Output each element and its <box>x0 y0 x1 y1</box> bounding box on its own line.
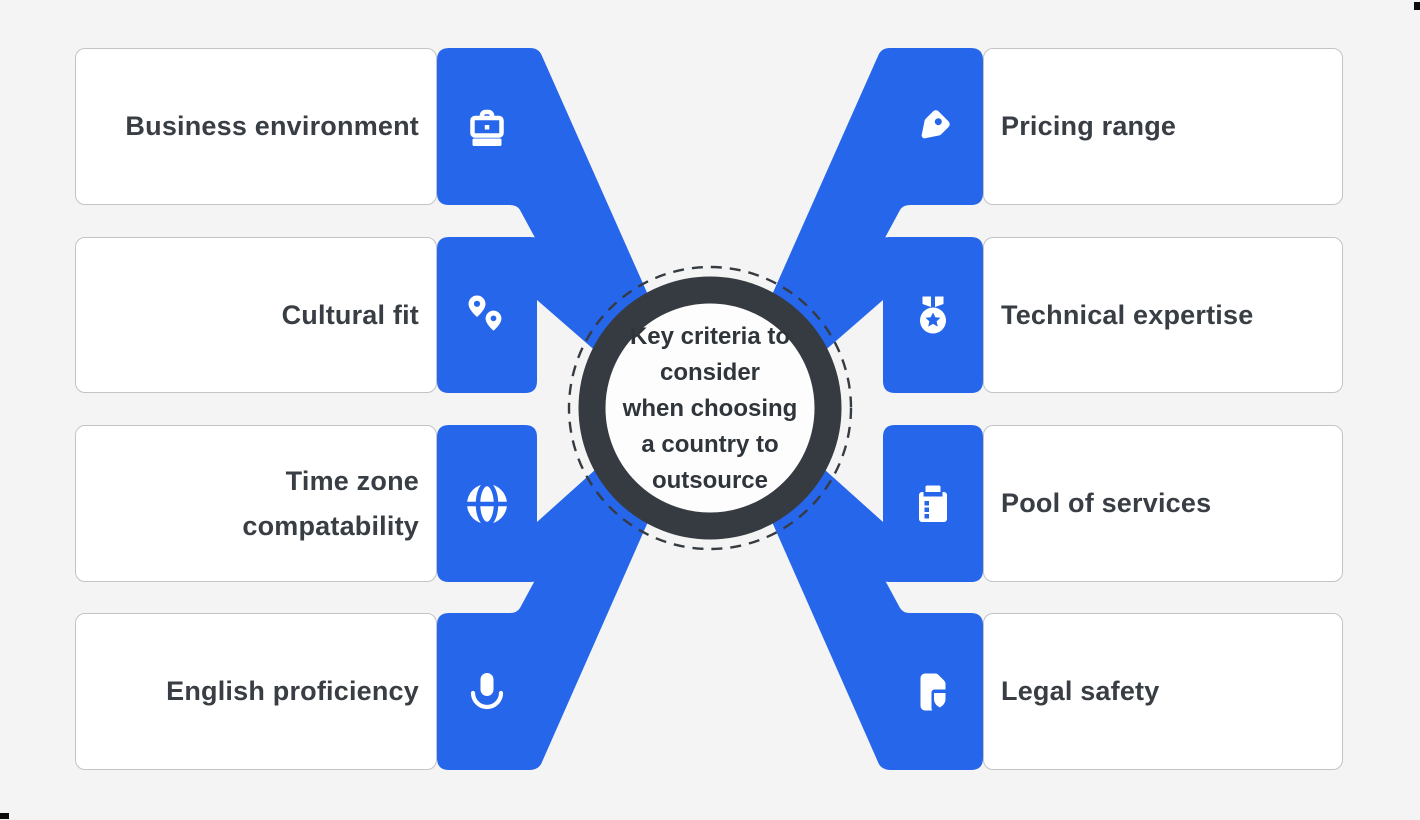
card-label-line2: compatability <box>242 510 419 541</box>
hub-title-line: consider <box>659 359 761 386</box>
card-business-environment: Business environment <box>75 48 437 205</box>
hub-title-line: when choosing <box>622 395 798 422</box>
card-cultural-fit: Cultural fit <box>75 237 437 393</box>
card-time-zone-compatability: Time zone compatability <box>75 425 437 582</box>
corner-artifact-bottom-left <box>0 813 9 819</box>
hub-title-line: outsource <box>651 467 768 494</box>
map-pins-icon <box>468 295 502 331</box>
card-label: Technical expertise <box>1001 299 1254 330</box>
card-pricing-range: Pricing range <box>983 48 1343 205</box>
price-tag-icon <box>921 110 950 139</box>
card-label: Business environment <box>125 111 419 141</box>
card-pool-of-services: Pool of services <box>983 425 1343 582</box>
briefcase-icon <box>470 109 504 146</box>
globe-icon <box>465 481 509 527</box>
microphone-icon <box>470 673 504 710</box>
card-english-proficiency: English proficiency <box>75 613 437 770</box>
corner-artifact-top-right <box>1414 2 1420 10</box>
document-shield-icon <box>920 673 948 712</box>
card-label: Legal safety <box>1001 676 1160 706</box>
card-label-line1: Time zone <box>285 465 419 496</box>
hub-title-line: Key criteria to <box>629 323 791 350</box>
medal-icon <box>920 296 946 334</box>
clipboard-icon <box>919 485 947 522</box>
card-label: English proficiency <box>166 676 419 706</box>
card-legal-safety: Legal safety <box>983 613 1343 770</box>
hub-title-line: a country to <box>641 431 779 458</box>
card-label: Cultural fit <box>281 299 419 330</box>
card-label: Pool of services <box>1001 488 1212 518</box>
hub-title: Key criteria to consider when choosing a… <box>595 319 825 499</box>
card-technical-expertise: Technical expertise <box>983 237 1343 393</box>
card-label: Pricing range <box>1001 111 1177 141</box>
